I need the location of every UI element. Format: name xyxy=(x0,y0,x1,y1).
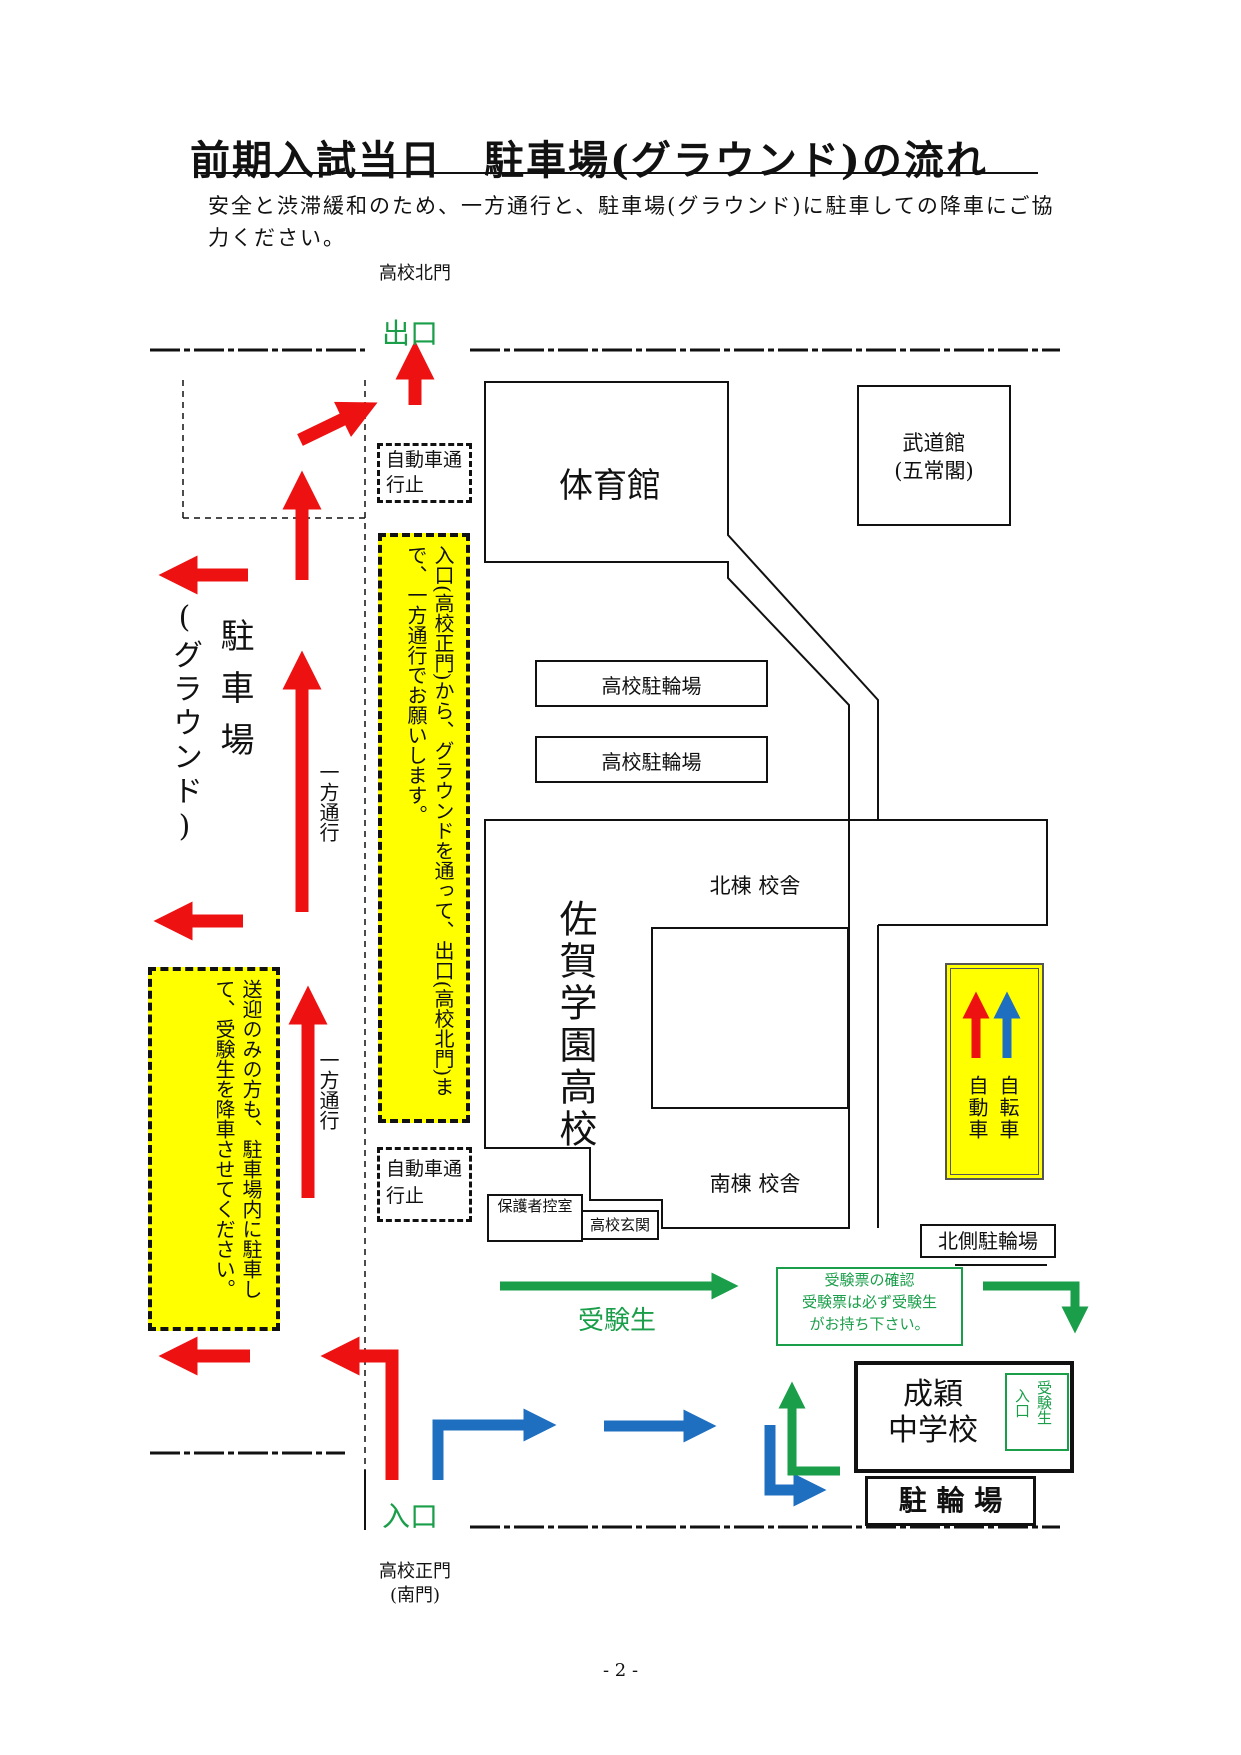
dropoff-note: 送迎のみの方も、駐車場内に駐車して、受験生を降車させてください。 xyxy=(148,967,280,1331)
page-subtitle: 安全と渋滞緩和のため、一方通行と、駐車場(グラウンド)に駐車しての降車にご協力く… xyxy=(208,194,1055,250)
one-way-label-2: 一方通行 xyxy=(316,1050,340,1130)
bike-parking-2-box xyxy=(535,736,768,783)
parking-sub-label: (グラウンド) xyxy=(167,600,202,848)
east-block-outline xyxy=(878,819,1048,926)
gym-label: 体育館 xyxy=(559,466,661,506)
no-car-sign-north: 自動車通行止 xyxy=(377,443,472,503)
exit-label: 出口 xyxy=(382,317,439,350)
seiei-name-line1: 成穎 xyxy=(903,1377,963,1412)
guardian-room: 保護者控室 xyxy=(487,1194,583,1242)
bike-lot: 駐 輪 場 xyxy=(865,1476,1036,1526)
road-boundaries xyxy=(150,348,1060,1529)
courtyard xyxy=(651,927,849,1109)
budokan-sub-label: (五常閣) xyxy=(894,459,974,483)
examinee-label: 受験生 xyxy=(578,1306,657,1336)
north-gate-label: 高校北門 xyxy=(379,263,451,284)
no-car-sign-south: 自動車通行止 xyxy=(377,1147,472,1222)
car-route-arrows xyxy=(153,340,435,1480)
main-gate-label: 高校正門 xyxy=(379,1561,451,1582)
examinee-entrance-line2: 入口 xyxy=(1013,1388,1031,1418)
ticket-line-3: がお持ち下さい。 xyxy=(809,1315,930,1333)
parking-label: 駐車場 xyxy=(214,618,254,774)
north-bike-parking: 北側駐輪場 xyxy=(920,1224,1056,1258)
legend-bicycle: 自転車 xyxy=(996,1075,1020,1141)
page-title: 前期入試当日 駐車場(グラウンド)の流れ xyxy=(190,137,988,184)
bicycle-route-arrows xyxy=(432,1408,827,1507)
south-wing-label: 南棟 校舎 xyxy=(709,1172,801,1196)
title-underline xyxy=(196,172,1038,174)
budokan-box xyxy=(857,385,1011,526)
south-gate-label: (南門) xyxy=(389,1585,441,1606)
school-name: 佐賀学園高校 xyxy=(553,899,597,1151)
examinee-entrance-line1: 受験生 xyxy=(1035,1380,1053,1425)
ticket-title: 受験票の確認 xyxy=(824,1271,915,1289)
page-number: - 2 - xyxy=(602,1660,639,1681)
legend-car: 自動車 xyxy=(965,1075,989,1141)
ticket-check-box: 受験票の確認 受験票は必ず受験生 がお持ち下さい。 xyxy=(776,1267,963,1346)
north-wing-label: 北棟 校舎 xyxy=(709,874,801,898)
ticket-line-2: 受験票は必ず受験生 xyxy=(801,1293,937,1311)
examinee-entrance xyxy=(1005,1373,1069,1451)
entrance-label: 入口 xyxy=(382,1500,439,1533)
bike-parking-2-label: 高校駐輪場 xyxy=(601,750,702,774)
bike-parking-1-box xyxy=(535,660,768,707)
entrance-hall: 高校玄関 xyxy=(581,1210,659,1240)
seiei-name-line2: 中学校 xyxy=(888,1413,978,1448)
budokan-label: 武道館 xyxy=(902,431,966,455)
ground-boundaries xyxy=(182,380,366,1520)
examinee-route-arrows xyxy=(500,1272,1089,1476)
one-way-label-1: 一方通行 xyxy=(316,762,340,842)
route-note: 入口(高校正門)から、グラウンドを通って、出口(高校北門)まで、一方通行でお願い… xyxy=(378,533,470,1123)
bike-parking-1-label: 高校駐輪場 xyxy=(601,674,702,698)
